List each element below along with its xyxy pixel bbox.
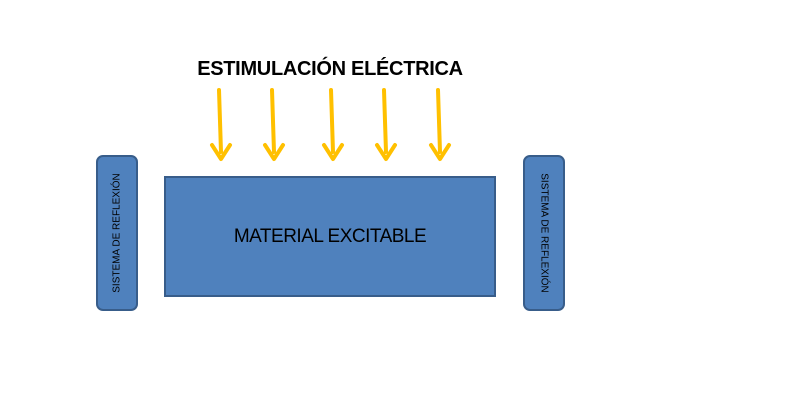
excitable-material-box: MATERIAL EXCITABLE	[164, 176, 496, 297]
stimulation-title: ESTIMULACIÓN ELÉCTRICA	[197, 58, 463, 80]
reflection-system-left-label: SISTEMA DE REFLEXIÓN	[111, 173, 123, 293]
excitable-material-label: MATERIAL EXCITABLE	[233, 226, 427, 247]
arrow-1	[210, 88, 232, 161]
arrow-2	[263, 88, 285, 161]
arrow-3	[322, 88, 344, 161]
reflection-system-right: SISTEMA DE REFLEXIÓN	[523, 155, 565, 311]
reflection-system-left: SISTEMA DE REFLEXIÓN	[96, 155, 138, 311]
arrow-4	[375, 88, 397, 161]
arrow-5	[429, 88, 451, 161]
reflection-system-right-label: SISTEMA DE REFLEXIÓN	[538, 173, 550, 293]
